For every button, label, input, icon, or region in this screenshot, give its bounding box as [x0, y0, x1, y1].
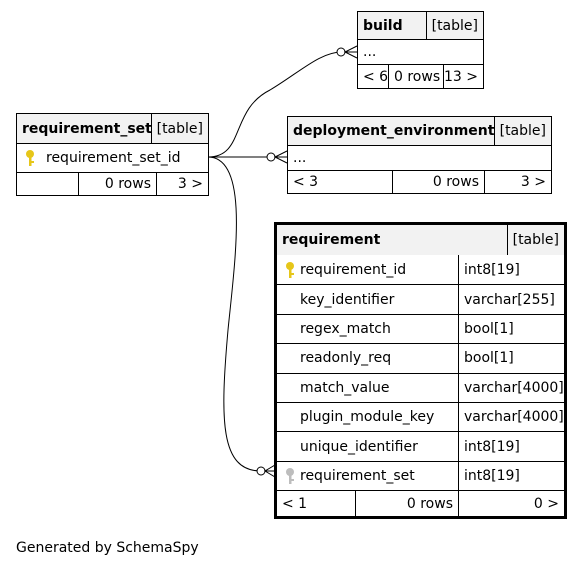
column-requirement-set-id[interactable]: requirement_set_id — [17, 144, 208, 172]
children-count[interactable]: 0 > — [458, 491, 564, 517]
column-row[interactable]: match_value varchar[4000] — [277, 372, 564, 402]
column-row[interactable]: plugin_module_key varchar[4000] — [277, 401, 564, 432]
children-count[interactable]: 3 > — [156, 173, 208, 195]
column-type: int8[19] — [458, 432, 564, 461]
parents-count[interactable] — [17, 173, 78, 195]
table-type: [table] — [150, 114, 208, 143]
column-type: bool[1] — [458, 314, 564, 344]
column-name-cell: regex_match — [277, 315, 458, 343]
parents-count[interactable]: < 6 — [363, 68, 388, 85]
key-icon — [282, 467, 298, 485]
parents-count[interactable]: < 1 — [282, 495, 308, 512]
key-icon — [282, 261, 298, 279]
column-name-cell: match_value — [277, 374, 458, 402]
column-type: int8[19] — [458, 255, 564, 285]
column-placeholder: ... — [363, 44, 377, 60]
column-name-cell: plugin_module_key — [277, 403, 458, 431]
column-row[interactable]: requirement_set int8[19] — [277, 460, 564, 491]
column-type: bool[1] — [458, 344, 564, 373]
column-name: key_identifier — [300, 291, 395, 308]
table-name: requirement — [282, 232, 381, 248]
column-type: varchar[255] — [458, 285, 564, 314]
column-name-cell: requirement_id — [277, 255, 458, 284]
key-icon — [282, 320, 298, 338]
key-icon — [282, 438, 298, 456]
table-build[interactable]: build [table] ... < 6 0 rows 13 > — [357, 11, 484, 89]
column-name: requirement_set_id — [46, 150, 181, 166]
relation-requirement-set-to-requirement — [207, 156, 262, 472]
column-name: requirement_set — [300, 467, 415, 484]
column-name: match_value — [300, 379, 390, 396]
column-type: varchar[4000] — [458, 373, 564, 402]
table-name: requirement_set — [22, 120, 151, 137]
table-type: [table] — [493, 117, 551, 145]
column-name-cell: key_identifier — [277, 285, 458, 313]
table-name: build — [363, 17, 403, 34]
row-count: 0 rows — [355, 491, 458, 517]
table-requirement[interactable]: requirement [table] requirement_id int8[1… — [274, 222, 567, 520]
column-type: varchar[4000] — [458, 402, 564, 432]
relation-requirement-set-to-build — [207, 51, 343, 158]
column-name: requirement_id — [300, 261, 407, 278]
crow-foot-requirement — [256, 464, 276, 478]
column-type: int8[19] — [458, 461, 564, 491]
column-row[interactable]: readonly_req bool[1] — [277, 343, 564, 373]
table-deployment-environment[interactable]: deployment_environment [table] ... < 3 0… — [287, 116, 552, 194]
table-type: [table] — [506, 225, 564, 255]
crow-foot-build — [336, 45, 358, 59]
row-count: 0 rows — [392, 171, 484, 193]
column-name: plugin_module_key — [300, 409, 435, 426]
column-row[interactable]: regex_match bool[1] — [277, 313, 564, 344]
column-name-cell: unique_identifier — [277, 432, 458, 460]
key-icon — [282, 408, 298, 426]
key-icon — [22, 149, 38, 167]
parents-count[interactable]: < 3 — [293, 174, 319, 190]
column-name: unique_identifier — [300, 438, 418, 455]
column-name: readonly_req — [300, 350, 392, 367]
table-name: deployment_environment — [293, 123, 494, 139]
column-placeholder: ... — [293, 150, 307, 166]
row-count: 0 rows — [78, 173, 156, 195]
key-icon — [282, 349, 298, 367]
children-count[interactable]: 3 > — [484, 171, 551, 193]
column-row[interactable]: requirement_id int8[19] — [277, 255, 564, 285]
key-icon — [282, 379, 298, 397]
column-name-cell: requirement_set — [277, 462, 458, 490]
row-count: 0 rows — [388, 65, 443, 88]
generated-by-caption: Generated by SchemaSpy — [16, 540, 199, 556]
key-icon — [282, 291, 298, 309]
column-name-cell: readonly_req — [277, 344, 458, 372]
children-count[interactable]: 13 > — [443, 65, 483, 88]
table-requirement-set[interactable]: requirement_set [table] requirement_set_… — [16, 113, 209, 196]
crow-foot-deployment-environment — [266, 150, 288, 164]
column-row[interactable]: unique_identifier int8[19] — [277, 431, 564, 461]
column-name: regex_match — [300, 320, 391, 337]
column-row[interactable]: key_identifier varchar[255] — [277, 284, 564, 314]
table-type: [table] — [425, 12, 483, 39]
